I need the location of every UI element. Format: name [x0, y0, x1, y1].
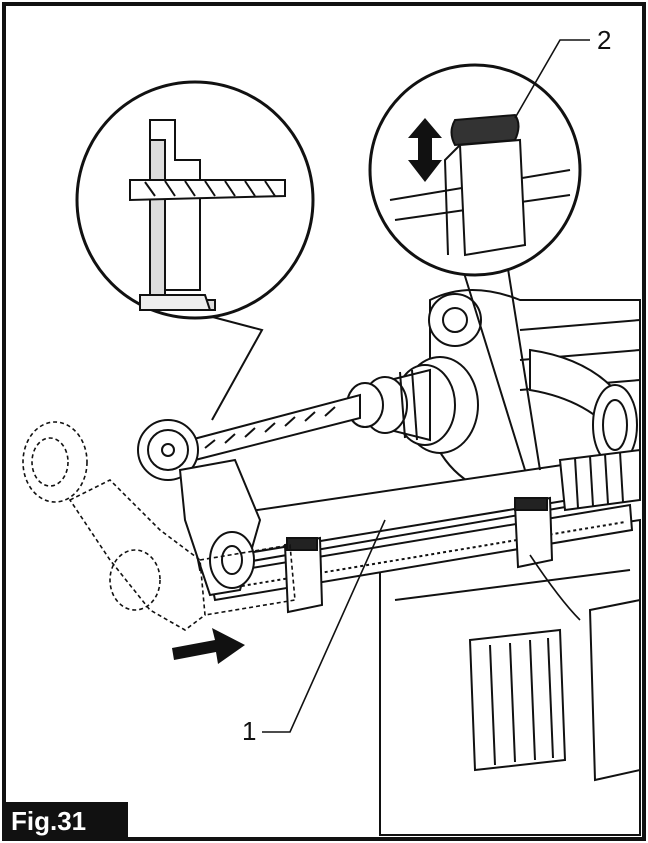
bit-detail-magnifier: [75, 80, 315, 421]
button-detail-magnifier: [368, 63, 582, 471]
release-buttons: [283, 496, 554, 614]
leader-lines: [262, 39, 590, 733]
callout-number-2: 2: [597, 25, 612, 55]
dust-cup-assembly: [137, 419, 262, 597]
hammer-drill-body: [346, 289, 641, 836]
callout-number-1: 1: [242, 716, 257, 746]
dust-cup-previous-position: [22, 421, 296, 631]
up-down-arrow-icon: [408, 118, 442, 182]
drill-bit: [188, 393, 361, 462]
figure-label: Fig.31: [3, 802, 128, 840]
push-direction-arrow: [172, 628, 245, 664]
